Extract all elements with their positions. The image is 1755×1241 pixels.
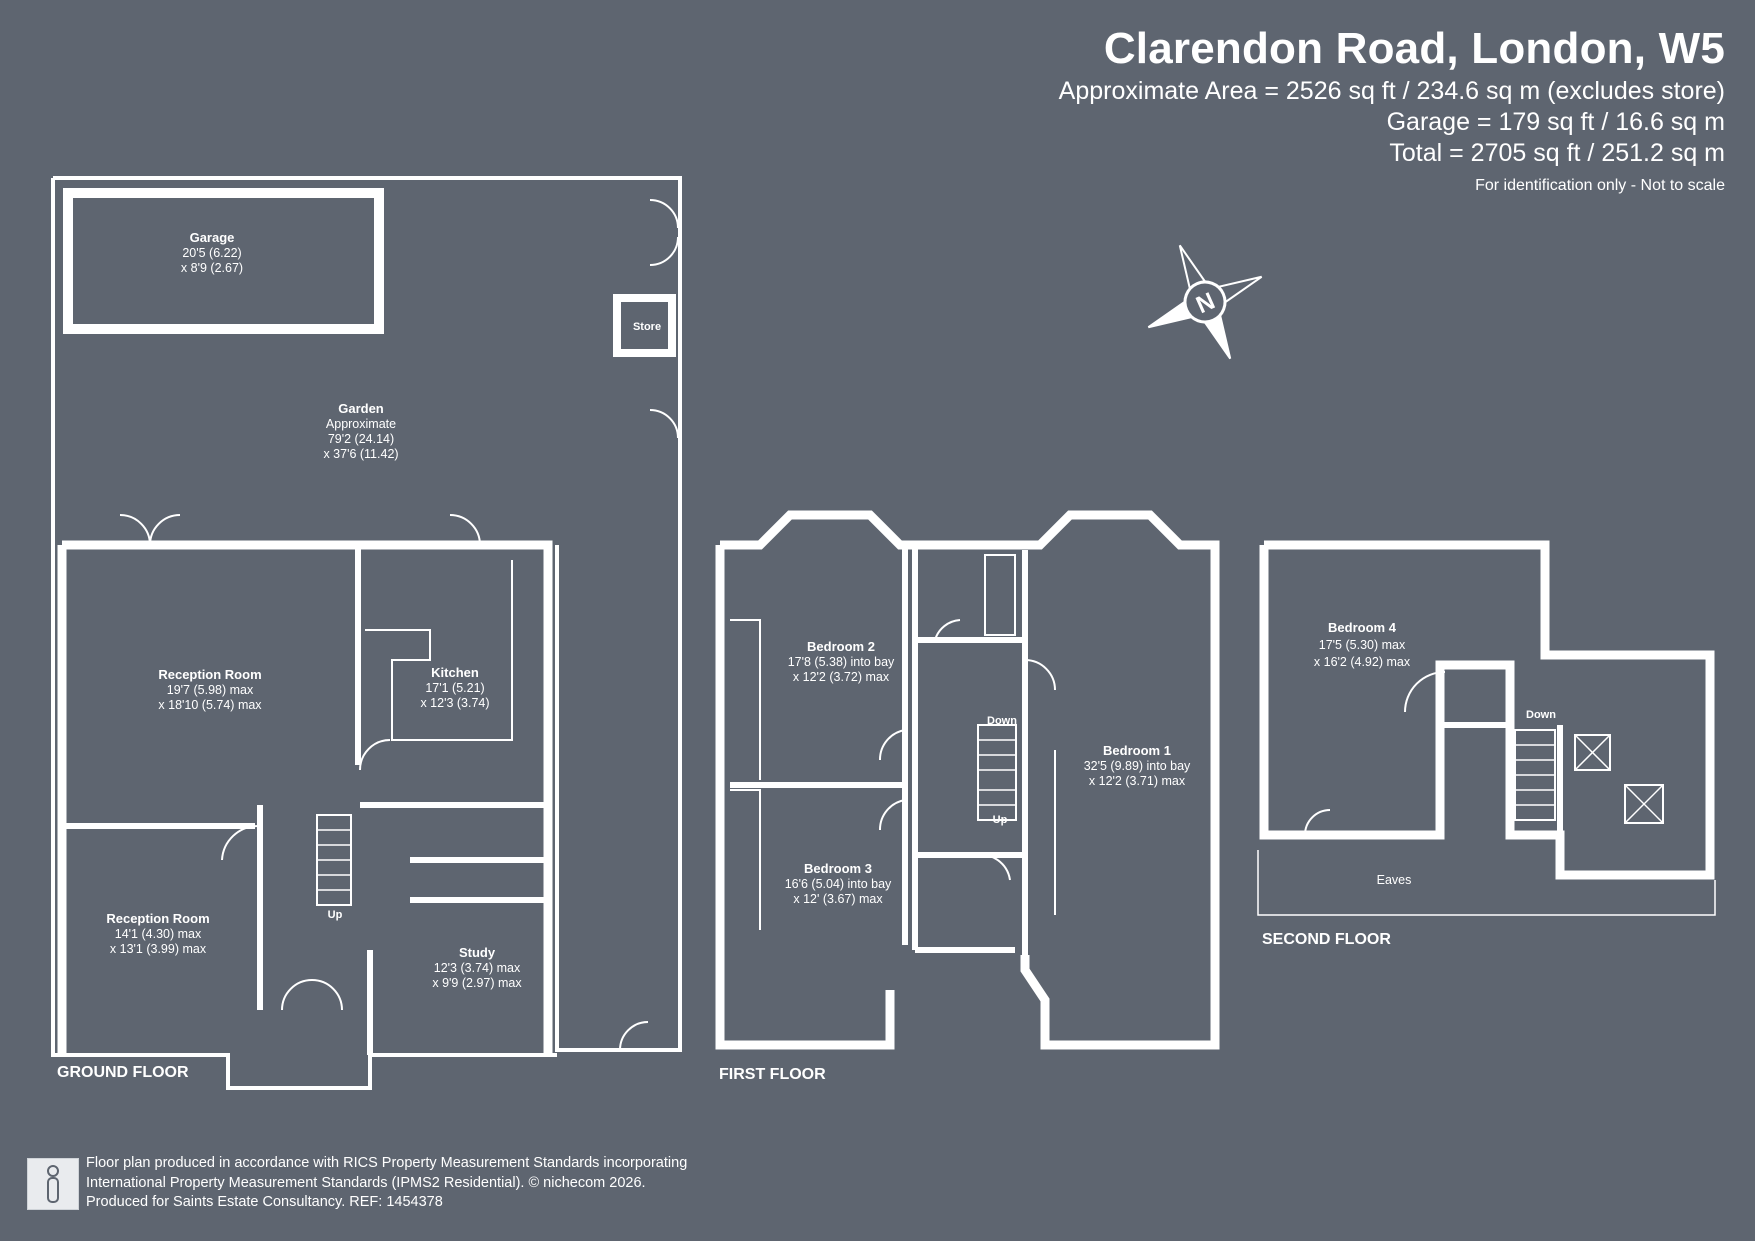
garage-area: Garage = 179 sq ft / 16.6 sq m [1386, 108, 1725, 136]
reception-room-2-name: Reception Room [106, 911, 209, 926]
person-scale-icon [27, 1158, 79, 1210]
bedroom-1-dim-1: 32'5 (9.89) into bay [1084, 759, 1191, 773]
bedroom-1-dim-2: x 12'2 (3.71) max [1089, 774, 1186, 788]
total-area: Total = 2705 sq ft / 251.2 sq m [1389, 139, 1725, 167]
garage-dim-2: x 8'9 (2.67) [181, 261, 243, 275]
footer-line-3: Produced for Saints Estate Consultancy. … [86, 1194, 443, 1210]
garden-dim-2: x 37'6 (11.42) [323, 447, 398, 461]
second-floor-walls [1257, 540, 1716, 916]
footer-line-2: International Property Measurement Stand… [86, 1174, 646, 1191]
second-floor-label: SECOND FLOOR [1262, 931, 1391, 948]
bedroom-3-dim-1: 16'6 (5.04) into bay [785, 877, 892, 891]
footer-line-1: Floor plan produced in accordance with R… [86, 1155, 688, 1171]
eaves-label: Eaves [1377, 873, 1412, 887]
garage-dim-1: 20'5 (6.22) [182, 246, 241, 260]
bedroom-3-dim-2: x 12' (3.67) max [793, 892, 883, 906]
header: Clarendon Road, London, W5 Approximate A… [1059, 22, 1725, 195]
bedroom-2-dim-1: 17'8 (5.38) into bay [788, 655, 895, 669]
first-floor-walls [715, 510, 1220, 1050]
garden-name: Garden [338, 401, 384, 416]
bedroom-4-dim-2: x 16'2 (4.92) max [1314, 655, 1411, 669]
reception-room-1-dim-2: x 18'10 (5.74) max [158, 698, 262, 712]
study-dim-1: 12'3 (3.74) max [434, 961, 521, 975]
ground-floor-walls [51, 176, 682, 1090]
ground-stairs-up-label: Up [328, 909, 343, 921]
footer-notes: Floor plan produced in accordance with R… [86, 1154, 687, 1213]
ground-floor-label: GROUND FLOOR [57, 1064, 189, 1081]
first-stairs-down-label: Down [987, 715, 1017, 727]
bedroom-4-name: Bedroom 4 [1328, 620, 1397, 635]
bedroom-1-name: Bedroom 1 [1103, 743, 1171, 758]
store-walls [613, 294, 676, 357]
store-name: Store [633, 321, 661, 333]
garden-dim-0: Approximate [326, 417, 396, 431]
bedroom-4-dim-1: 17'5 (5.30) max [1319, 638, 1406, 652]
approximate-area: Approximate Area = 2526 sq ft / 234.6 sq… [1058, 77, 1725, 105]
bedroom-2-dim-2: x 12'2 (3.72) max [793, 670, 890, 684]
bedroom-2-name: Bedroom 2 [807, 639, 875, 654]
first-floor-label: FIRST FLOOR [719, 1066, 826, 1083]
reception-room-2-dim-2: x 13'1 (3.99) max [110, 942, 207, 956]
study-dim-2: x 9'9 (2.97) max [432, 976, 522, 990]
garage-name: Garage [190, 230, 235, 245]
second-stairs-down-label: Down [1526, 709, 1556, 721]
kitchen-dim-1: 17'1 (5.21) [425, 681, 484, 695]
first-stairs-up-label: Up [993, 814, 1008, 826]
garage-walls [63, 188, 384, 334]
reception-room-1-name: Reception Room [158, 667, 261, 682]
scale-disclaimer: For identification only - Not to scale [1475, 177, 1725, 194]
compass: N [1147, 244, 1263, 360]
study-name: Study [459, 945, 496, 960]
kitchen-dim-2: x 12'3 (3.74) [420, 696, 489, 710]
bedroom-3-name: Bedroom 3 [804, 861, 872, 876]
garden-dim-1: 79'2 (24.14) [328, 432, 394, 446]
property-title: Clarendon Road, London, W5 [1103, 24, 1725, 73]
reception-room-1-dim-1: 19'7 (5.98) max [167, 683, 254, 697]
kitchen-name: Kitchen [431, 665, 479, 680]
reception-room-2-dim-1: 14'1 (4.30) max [115, 927, 202, 941]
